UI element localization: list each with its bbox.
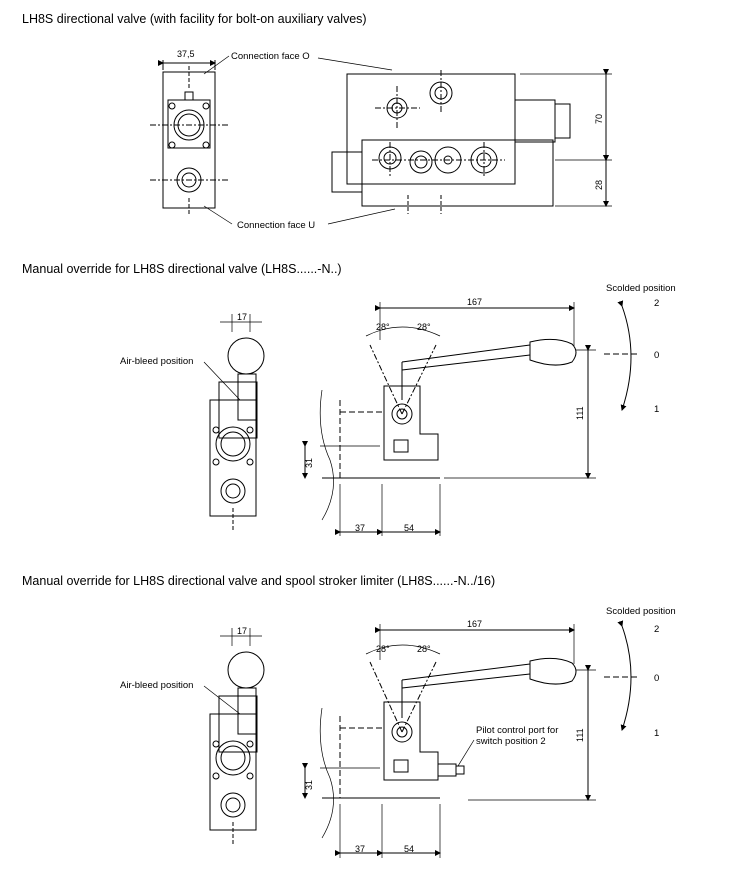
section-3-title: Manual override for LH8S directional val… bbox=[22, 574, 496, 588]
dim-height-top: 70 bbox=[594, 114, 604, 124]
dim-angle-left-1: 28° bbox=[376, 322, 390, 332]
label-scolded-position-1: Scolded position bbox=[606, 283, 676, 294]
override-side-view-1 bbox=[209, 314, 265, 530]
override-side-view-2 bbox=[209, 628, 265, 844]
section-2-title: Manual override for LH8S directional val… bbox=[22, 262, 342, 276]
label-position-0-2: 0 bbox=[654, 673, 659, 684]
dim-width-side: 37,5 bbox=[177, 49, 195, 59]
dim-handle-width-1: 17 bbox=[237, 312, 247, 322]
label-position-1-1: 1 bbox=[654, 404, 659, 415]
dim-base-left-1: 37 bbox=[355, 523, 365, 533]
label-pilot-port-line1: Pilot control port for bbox=[476, 725, 558, 736]
label-position-1-2: 1 bbox=[654, 728, 659, 739]
dim-angle-right-2: 28° bbox=[417, 644, 431, 654]
override-front-view-2 bbox=[302, 624, 596, 858]
dim-height-1: 111 bbox=[575, 406, 585, 420]
dim-height-bottom: 28 bbox=[594, 180, 604, 190]
dim-length-1: 167 bbox=[467, 297, 482, 307]
label-air-bleed-1: Air-bleed position bbox=[120, 356, 193, 367]
label-scolded-position-2: Scolded position bbox=[606, 606, 676, 617]
dim-angle-right-1: 28° bbox=[417, 322, 431, 332]
override-front-view-1 bbox=[302, 302, 596, 536]
valve-front-view bbox=[331, 69, 612, 214]
dim-length-2: 167 bbox=[467, 619, 482, 629]
label-air-bleed-2: Air-bleed position bbox=[120, 680, 193, 691]
dim-offset-2: 31 bbox=[304, 780, 314, 790]
dim-handle-width-2: 17 bbox=[237, 626, 247, 636]
label-pilot-port-line2: switch position 2 bbox=[476, 736, 546, 747]
dim-offset-1: 31 bbox=[304, 458, 314, 468]
position-indicator-2 bbox=[604, 620, 640, 731]
label-position-2-1: 2 bbox=[654, 298, 659, 309]
dim-base-left-2: 37 bbox=[355, 844, 365, 854]
valve-side-view bbox=[150, 60, 228, 214]
dim-angle-left-2: 28° bbox=[376, 644, 390, 654]
label-connection-face-o: Connection face O bbox=[231, 51, 310, 62]
dim-base-right-2: 54 bbox=[404, 844, 414, 854]
section-1-title: LH8S directional valve (with facility fo… bbox=[22, 12, 367, 26]
dim-height-2: 111 bbox=[575, 728, 585, 742]
position-indicator-1 bbox=[604, 300, 640, 411]
label-position-2-2: 2 bbox=[654, 624, 659, 635]
label-connection-face-u: Connection face U bbox=[237, 220, 315, 231]
label-position-0-1: 0 bbox=[654, 350, 659, 361]
dim-base-right-1: 54 bbox=[404, 523, 414, 533]
